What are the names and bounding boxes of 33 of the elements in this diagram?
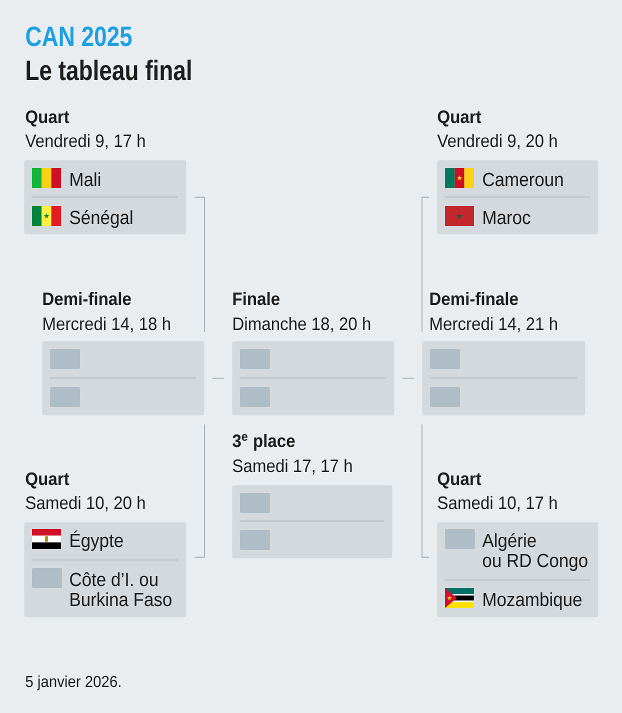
team-name: Égypte <box>70 530 123 551</box>
team-name: Côte d’I. ou Burkina Faso <box>70 572 172 606</box>
round-title: 3$^{e}$ place <box>232 434 295 451</box>
match-date: Mercredi 14, 21 h <box>430 316 557 332</box>
match-date: Samedi 10, 20 h <box>26 496 145 512</box>
connector-line <box>422 424 430 558</box>
match-date: Dimanche 18, 20 h <box>234 316 370 332</box>
connector-line <box>212 378 224 379</box>
match-date: Vendredi 9, 17 h <box>25 134 145 150</box>
footer-note: 5 janvier 2026. <box>26 675 120 690</box>
round-title: Quart <box>438 472 482 489</box>
team-name: Mozambique <box>484 592 582 610</box>
team-name: Algérie ou RD Congo <box>482 533 588 571</box>
match-date: Samedi 17, 17 h <box>232 458 352 474</box>
round-title: Finale <box>233 292 280 306</box>
round-title: Quart <box>438 110 482 127</box>
subtitle: Le tableau final <box>26 60 191 80</box>
round-title: Demi-finale <box>430 292 518 306</box>
connector-line <box>194 424 205 558</box>
connector-line <box>422 196 430 332</box>
team-name: Sénégal <box>70 210 132 228</box>
connector-line <box>194 196 205 332</box>
round-title: Quart <box>26 110 70 127</box>
round-title: Quart <box>26 472 70 489</box>
match-date: Samedi 10, 17 h <box>438 496 557 512</box>
title: CAN 2025 <box>26 26 132 46</box>
match-date: Vendredi 9, 20 h <box>437 134 557 150</box>
connector-line <box>402 378 414 379</box>
team-name: Mali <box>70 172 100 186</box>
team-name: Maroc <box>484 210 530 224</box>
match-date: Mercredi 14, 18 h <box>44 316 170 332</box>
round-title: Demi-finale <box>43 292 131 306</box>
team-name: Cameroun <box>483 172 563 186</box>
